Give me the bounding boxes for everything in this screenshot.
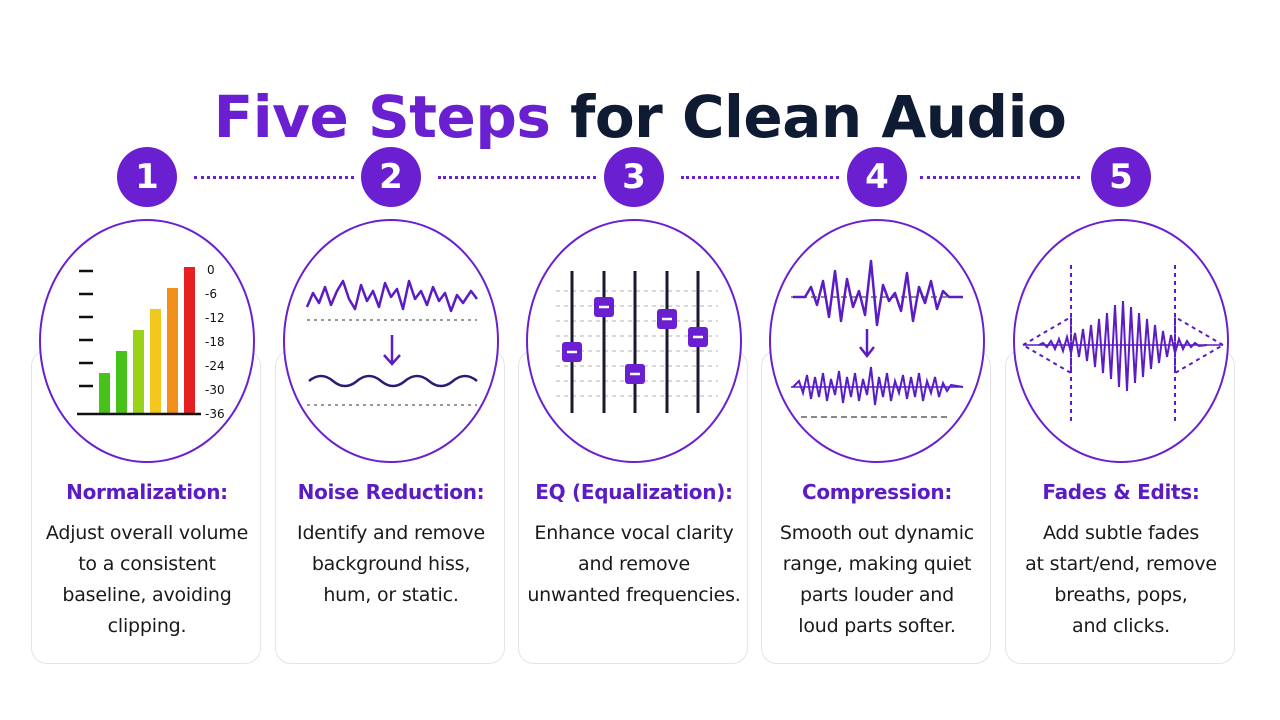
connector-dots [681,176,839,179]
step-number-badge: 5 [1091,147,1151,207]
step-2: 2 Noise Reduction: Identify and remove b… [275,0,507,720]
step-title: Normalization: [66,480,228,504]
step-description: Enhance vocal clarity and remove unwante… [527,522,741,606]
title-accent: Five Steps [213,82,551,151]
meter-bar [150,309,161,414]
step-5: 5 Fades & Edits: Add subtle fades at sta… [1005,0,1237,720]
step-title: Compression: [801,480,953,504]
step-description: Smooth out dynamic range, making quiet p… [779,522,975,637]
step-illustration: 0 -6 -12 -18 -24 -30 -36 [39,219,255,463]
step-number-badge: 1 [117,147,177,207]
meter-bar [116,351,127,414]
step-title: Noise Reduction: [297,480,485,504]
step-number-badge: 4 [847,147,907,207]
step-illustration [526,219,742,463]
connector-dots [920,176,1080,179]
meter-label: -12 [205,311,225,325]
step-title: Fades & Edits: [1042,480,1200,504]
meter-bar [99,373,110,414]
step-illustration [1013,219,1229,463]
connector-dots [194,176,354,179]
step-illustration [769,219,985,463]
meter-label: -24 [205,359,225,373]
noise-waveform-icon [305,279,478,406]
step-description: Identify and remove background hiss, hum… [297,522,485,606]
step-description: Add subtle fades at start/end, remove br… [1025,522,1217,637]
meter-label: 0 [207,263,215,277]
step-illustration [283,219,499,463]
step-number-badge: 2 [361,147,421,207]
step-1: 1 0 -6 -12 -18 -24 -30 -36 [31,0,263,720]
step-title: EQ (Equalization): [535,480,733,504]
page-title: Five Steps for Clean Audio [0,77,1280,157]
meter-label: -18 [205,335,225,349]
meter-bar [167,288,178,414]
meter-label: -6 [205,287,217,301]
step-description: Adjust overall volume to a consistent ba… [45,522,249,637]
step-number-badge: 3 [604,147,664,207]
step-4: 4 Compression: Smooth out dynamic range,… [761,0,993,720]
connector-dots [438,176,596,179]
fade-waveform-icon [1022,265,1224,421]
level-meter-icon: 0 -6 -12 -18 -24 -30 -36 [77,263,225,421]
eq-sliders-icon [556,271,718,413]
meter-bar [184,267,195,414]
compression-waveform-icon [791,259,964,418]
meter-label: -30 [205,383,225,397]
title-rest: for Clean Audio [570,82,1067,151]
step-3: 3 [518,0,750,720]
meter-bar [133,330,144,414]
meter-label: -36 [205,407,225,421]
